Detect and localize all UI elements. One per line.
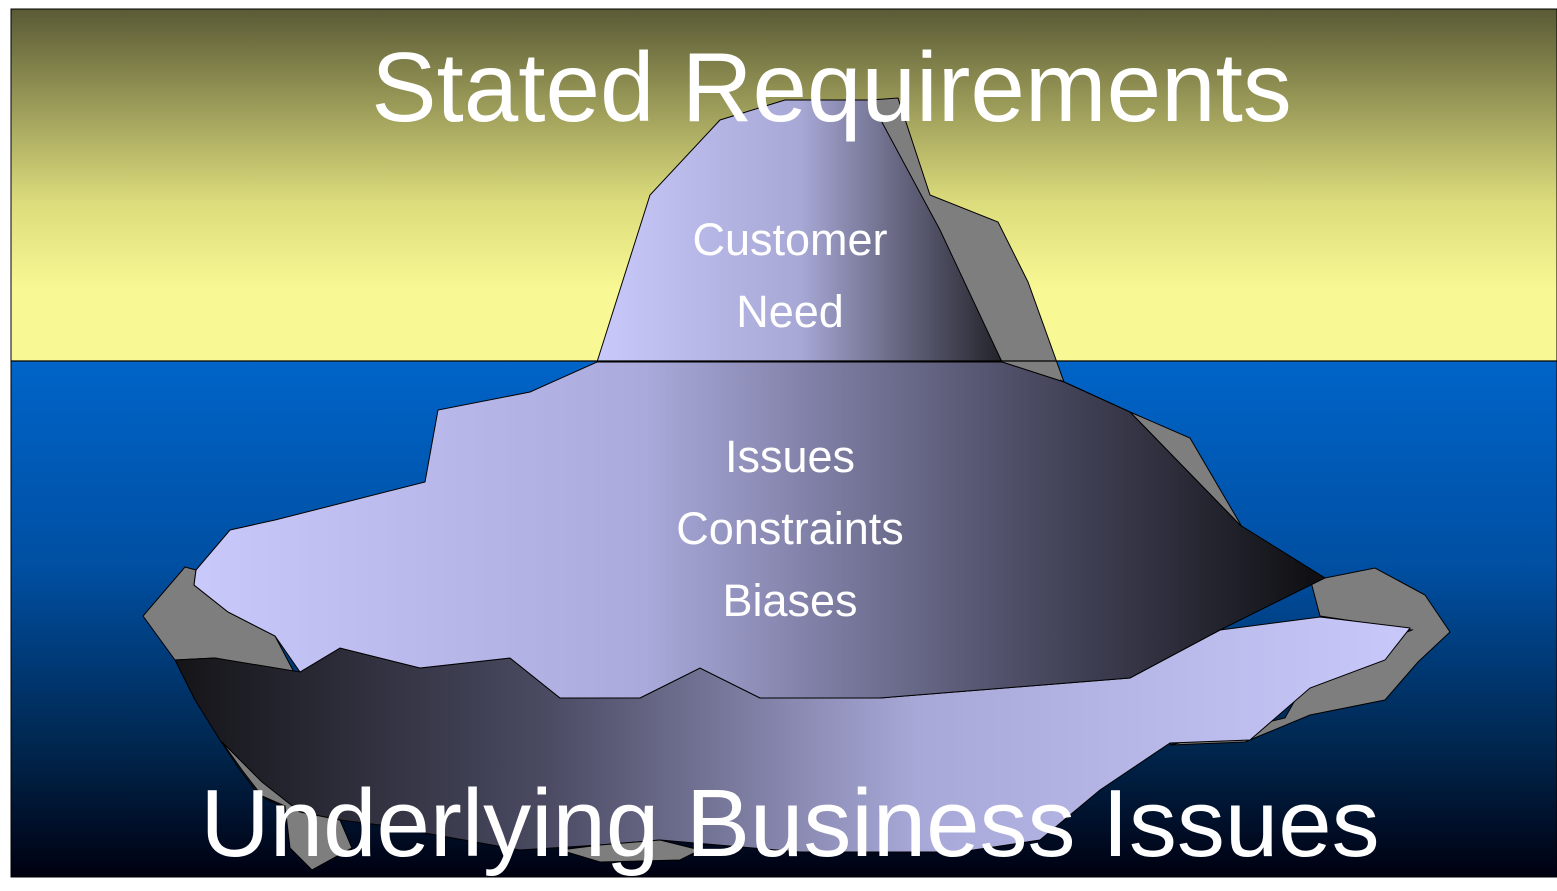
submerged-label-issues: Issues [724,431,856,482]
stated-requirements-title: Stated Requirements [371,32,1292,142]
submerged-label-constraints: Constraints [676,503,904,554]
bottom-shadow-left [221,741,353,871]
submerged-label-biases: Biases [722,575,858,626]
bottom-shadow-mid [559,839,702,863]
iceberg-underwater-body [193,361,1327,699]
underlying-business-issues-title: Underlying Business Issues [200,770,1380,877]
iceberg-tip [596,99,1003,363]
tip-label-customer: Customer [692,214,888,265]
tip-label-need: Need [736,286,844,337]
